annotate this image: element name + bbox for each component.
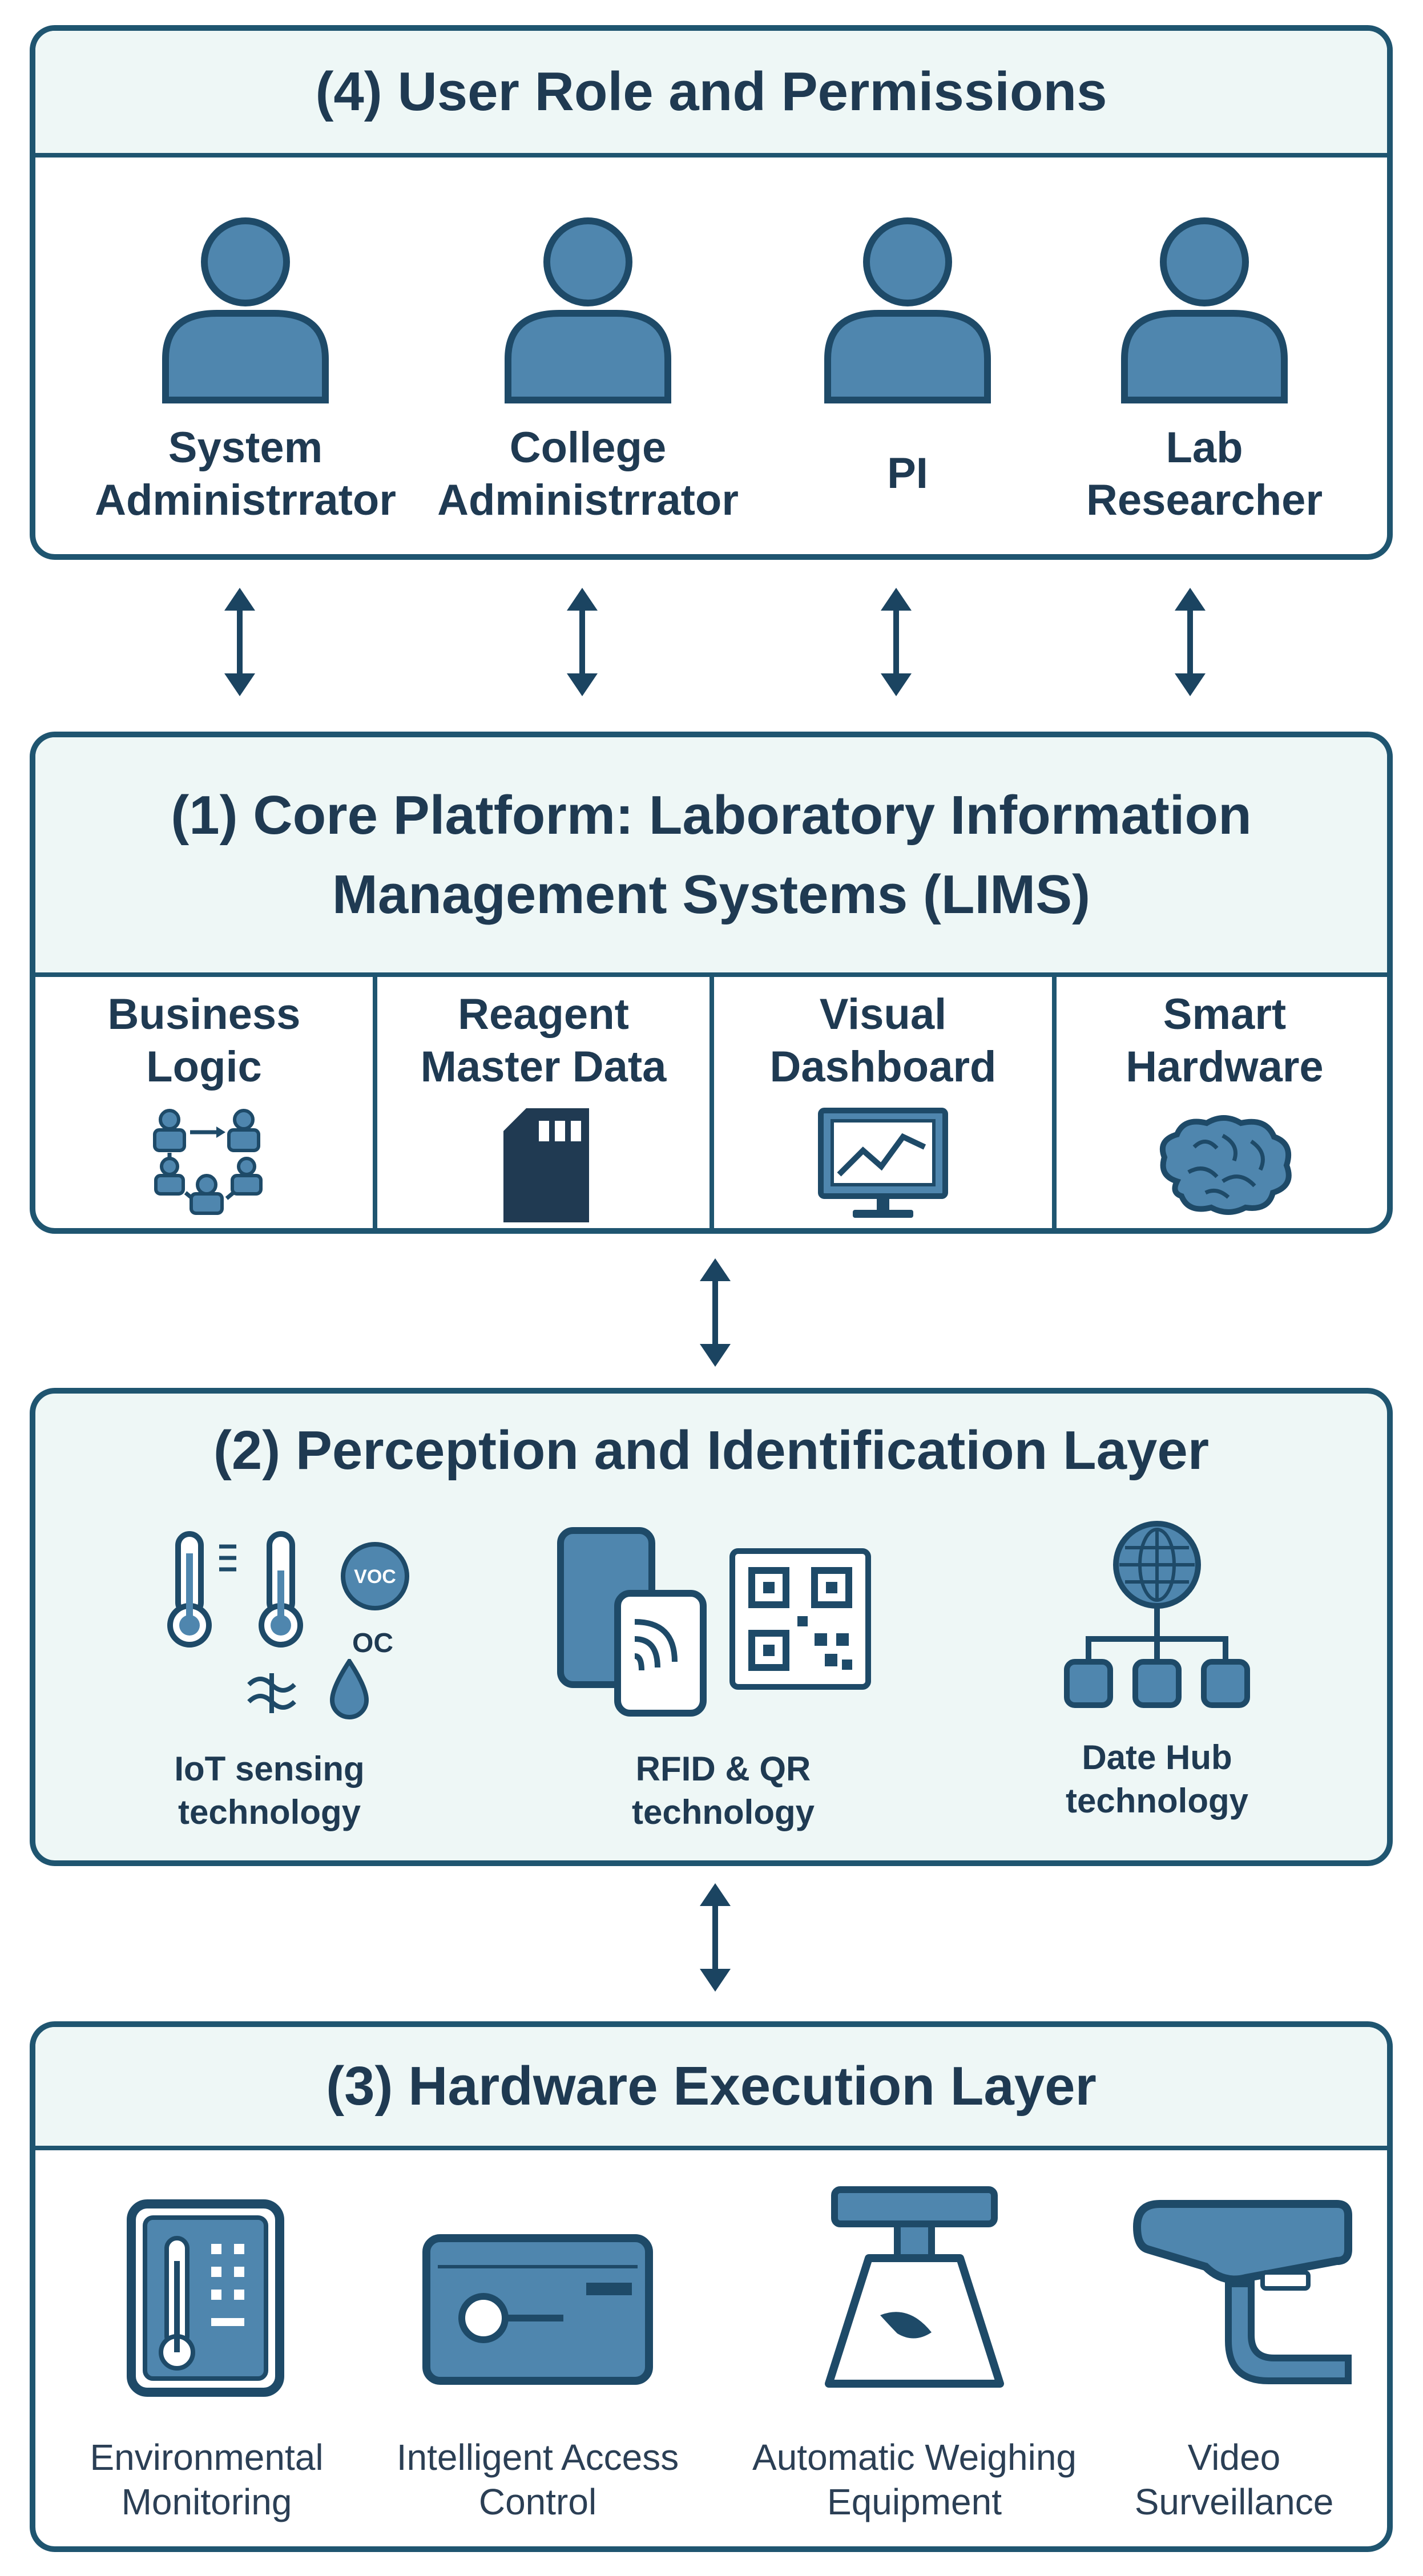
perception-panel: (2) Perception and Identification Layer … (30, 1388, 1393, 1866)
role-label-system-admin: System Administrrator (95, 423, 396, 524)
bidirectional-arrow-icon (567, 588, 598, 696)
sensors-icon: VOC OC (161, 1531, 435, 1725)
thermostat-panel-icon (127, 2199, 284, 2397)
perception-title: (2) Perception and Identification Layer (213, 1420, 1210, 1481)
rfid-card-icon (557, 1527, 707, 1717)
perception-label-data-hub: Date Hub technology (1065, 1738, 1248, 1820)
bidirectional-arrow-icon (700, 1258, 731, 1367)
module-label-reagent-master-data: Reagent Master Data (420, 990, 667, 1091)
module-divider (710, 977, 714, 1228)
access-control-icon (422, 2234, 653, 2385)
core-platform-header: (1) Core Platform: Laboratory Informatio… (35, 737, 1387, 977)
core-platform-panel: (1) Core Platform: Laboratory Informatio… (30, 732, 1393, 1234)
rfid-qr-icon (555, 1525, 874, 1719)
monitor-chart-icon (818, 1108, 948, 1218)
hardware-title: (3) Hardware Execution Layer (326, 2056, 1097, 2117)
hardware-label-video: Video Surveillance (1134, 2437, 1334, 2522)
thermometer-icon (259, 1531, 303, 1648)
core-platform-title-line2: Management Systems (LIMS) (332, 864, 1091, 925)
bidirectional-arrow-icon (224, 588, 255, 696)
weighing-scale-icon (825, 2186, 1004, 2388)
hardware-label-environmental: Environmental Monitoring (90, 2437, 324, 2522)
bidirectional-arrow-icon (700, 1883, 731, 1992)
sd-card-icon (503, 1108, 589, 1222)
perception-label-iot: IoT sensing technology (174, 1750, 365, 1831)
module-divider (373, 977, 377, 1228)
user-roles-header: (4) User Role and Permissions (35, 31, 1387, 158)
hardware-label-access-control: Intelligent Access Control (396, 2437, 679, 2522)
core-platform-title-line1: (1) Core Platform: Laboratory Informatio… (171, 784, 1252, 846)
user-icon (162, 217, 329, 403)
voc-gas-icon: VOC (341, 1542, 409, 1610)
module-label-business-logic: Business Logic (107, 990, 301, 1091)
bidirectional-arrow-icon (881, 588, 912, 696)
voc-text: VOC (354, 1566, 396, 1588)
level-lines-icon (219, 1544, 236, 1572)
role-label-lab-researcher: Lab Researcher (1086, 423, 1323, 524)
role-label-college-admin: College Administrrator (437, 423, 739, 524)
qr-code-icon (729, 1548, 871, 1690)
hardware-header: (3) Hardware Execution Layer (35, 2027, 1387, 2150)
perception-label-rfid-qr: RFID & QR technology (631, 1750, 815, 1831)
thermometer-icon (167, 1531, 212, 1648)
user-icon (505, 217, 671, 403)
module-divider (1052, 977, 1057, 1228)
user-icon (824, 217, 991, 403)
module-label-visual-dashboard: Visual Dashboard (769, 990, 997, 1091)
hardware-label-weighing: Automatic Weighing Equipment (752, 2437, 1077, 2522)
voc-oc-text: OC (352, 1628, 393, 1658)
user-roles-panel: (4) User Role and Permissions System Adm… (30, 25, 1393, 560)
user-roles-title: (4) User Role and Permissions (315, 61, 1107, 123)
water-drop-icon (329, 1659, 369, 1719)
workflow-people-icon (153, 1109, 263, 1215)
module-label-smart-hardware: Smart Hardware (1126, 990, 1324, 1091)
data-hub-icon (1064, 1521, 1250, 1708)
user-icon (1121, 217, 1288, 403)
brain-icon (1159, 1115, 1292, 1215)
airflow-icon (247, 1673, 296, 1713)
hardware-panel: (3) Hardware Execution Layer Environment… (30, 2021, 1393, 2552)
role-label-pi: PI (887, 449, 928, 498)
core-modules-row: Business Logic Reagent Master Data (35, 977, 1387, 1228)
bidirectional-arrow-icon (1175, 588, 1206, 696)
security-camera-icon (1132, 2200, 1352, 2384)
